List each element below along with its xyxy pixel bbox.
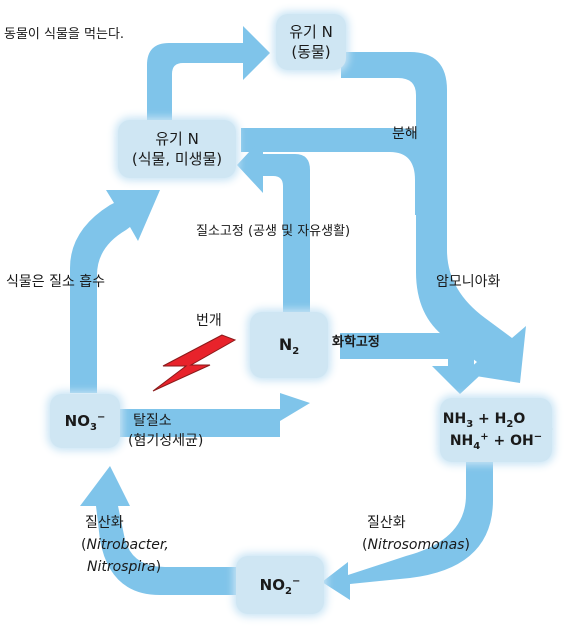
label-ammonification: 암모니아화 — [436, 274, 501, 290]
label-decompose: 분해 — [392, 126, 418, 142]
paren-close-right: ) — [464, 537, 470, 553]
no3-symbol: NO — [64, 412, 90, 430]
nh3-line2-a: NH — [449, 433, 474, 449]
node-plant-organic-n: 유기 N (식물, 미생물) — [118, 120, 236, 178]
paren-close-left: ) — [155, 559, 162, 575]
animal-organic-n-title: 유기 N — [289, 23, 333, 41]
no2-subscript: 2 — [284, 586, 292, 597]
label-denitrification-sub: (혐기성세균) — [128, 433, 204, 449]
node-nh3: NH3 + H2O NH4+ + OH− — [440, 398, 552, 462]
nh3-line1-a: NH — [442, 411, 467, 427]
plant-organic-n-title: 유기 N — [155, 130, 199, 148]
paren-open-left: ( — [81, 537, 87, 553]
no3-formula: NO3− — [64, 411, 106, 433]
nitrosomonas-text: Nitrosomonas — [367, 537, 465, 553]
arrow-nitrification-no3 — [80, 466, 238, 595]
animal-organic-n-sub: (동물) — [291, 43, 331, 61]
arrow-nitrification-no2 — [322, 459, 493, 600]
arrow-decomposition-branch — [241, 128, 438, 215]
label-fixation: 질소고정 (공생 및 자유생활) — [196, 224, 351, 239]
label-eat: 동물이 식물을 먹는다. — [4, 27, 125, 42]
arrow-plant-to-animal — [147, 26, 270, 121]
label-nitrification-left: 질산화 — [85, 515, 124, 531]
label-denitrification: 탈질소 — [133, 413, 172, 429]
n2-symbol: N — [278, 335, 293, 354]
nh3-line1-c: O — [513, 411, 526, 427]
no2-symbol: NO — [259, 576, 285, 594]
arrow-plant-absorption — [70, 190, 160, 393]
node-n2: N2 — [250, 312, 328, 378]
nitrobacter-text: Nitrobacter, — [86, 537, 169, 553]
node-no3: NO3− — [50, 394, 120, 448]
node-no2: NO2− — [236, 556, 324, 614]
no3-subscript: 3 — [89, 422, 97, 433]
nh3-line1-b-sub: 2 — [506, 418, 514, 430]
nh3-line2-b-sup: − — [533, 431, 543, 443]
label-lightning: 번개 — [196, 313, 222, 329]
nh3-line2: NH4+ + OH− — [450, 430, 542, 452]
plant-organic-n-sub: (식물, 미생물) — [131, 150, 223, 168]
label-nitrospira: Nitrospira) — [87, 557, 161, 577]
nh3-line2-a-sup: + — [480, 431, 489, 443]
arrow-nitrogen-fixation — [237, 137, 310, 313]
nh3-line2-b: + OH — [488, 433, 534, 449]
n2-formula: N2 — [278, 335, 300, 358]
lightning-bolt — [152, 334, 237, 392]
label-chemical-fixation: 화학고정 — [332, 335, 380, 350]
nh3-line2-a-sub: 4 — [473, 440, 481, 452]
label-nitrobacter: (Nitrobacter, — [81, 535, 169, 555]
no2-formula: NO2− — [259, 575, 301, 597]
paren-open-right: ( — [362, 537, 368, 553]
arrow-denitrification — [115, 393, 310, 437]
n2-subscript: 2 — [292, 346, 300, 358]
no2-superscript: − — [291, 576, 301, 587]
arrow-decomposition-ammonification — [341, 52, 526, 383]
arrow-chemical-fixation — [340, 333, 490, 394]
label-nitrosomonas: (Nitrosomonas) — [362, 535, 470, 555]
label-absorb: 식물은 질소 흡수 — [6, 274, 106, 290]
no3-superscript: − — [96, 412, 106, 423]
nh3-line1: NH3 + H2O — [443, 408, 525, 430]
node-animal-organic-n: 유기 N (동물) — [276, 14, 346, 70]
nh3-line1-b: + H — [473, 411, 507, 427]
nitrospira-text: Nitrospira — [87, 559, 156, 575]
label-nitrification-right: 질산화 — [367, 515, 406, 531]
nh3-line1-a-sub: 3 — [466, 418, 474, 430]
